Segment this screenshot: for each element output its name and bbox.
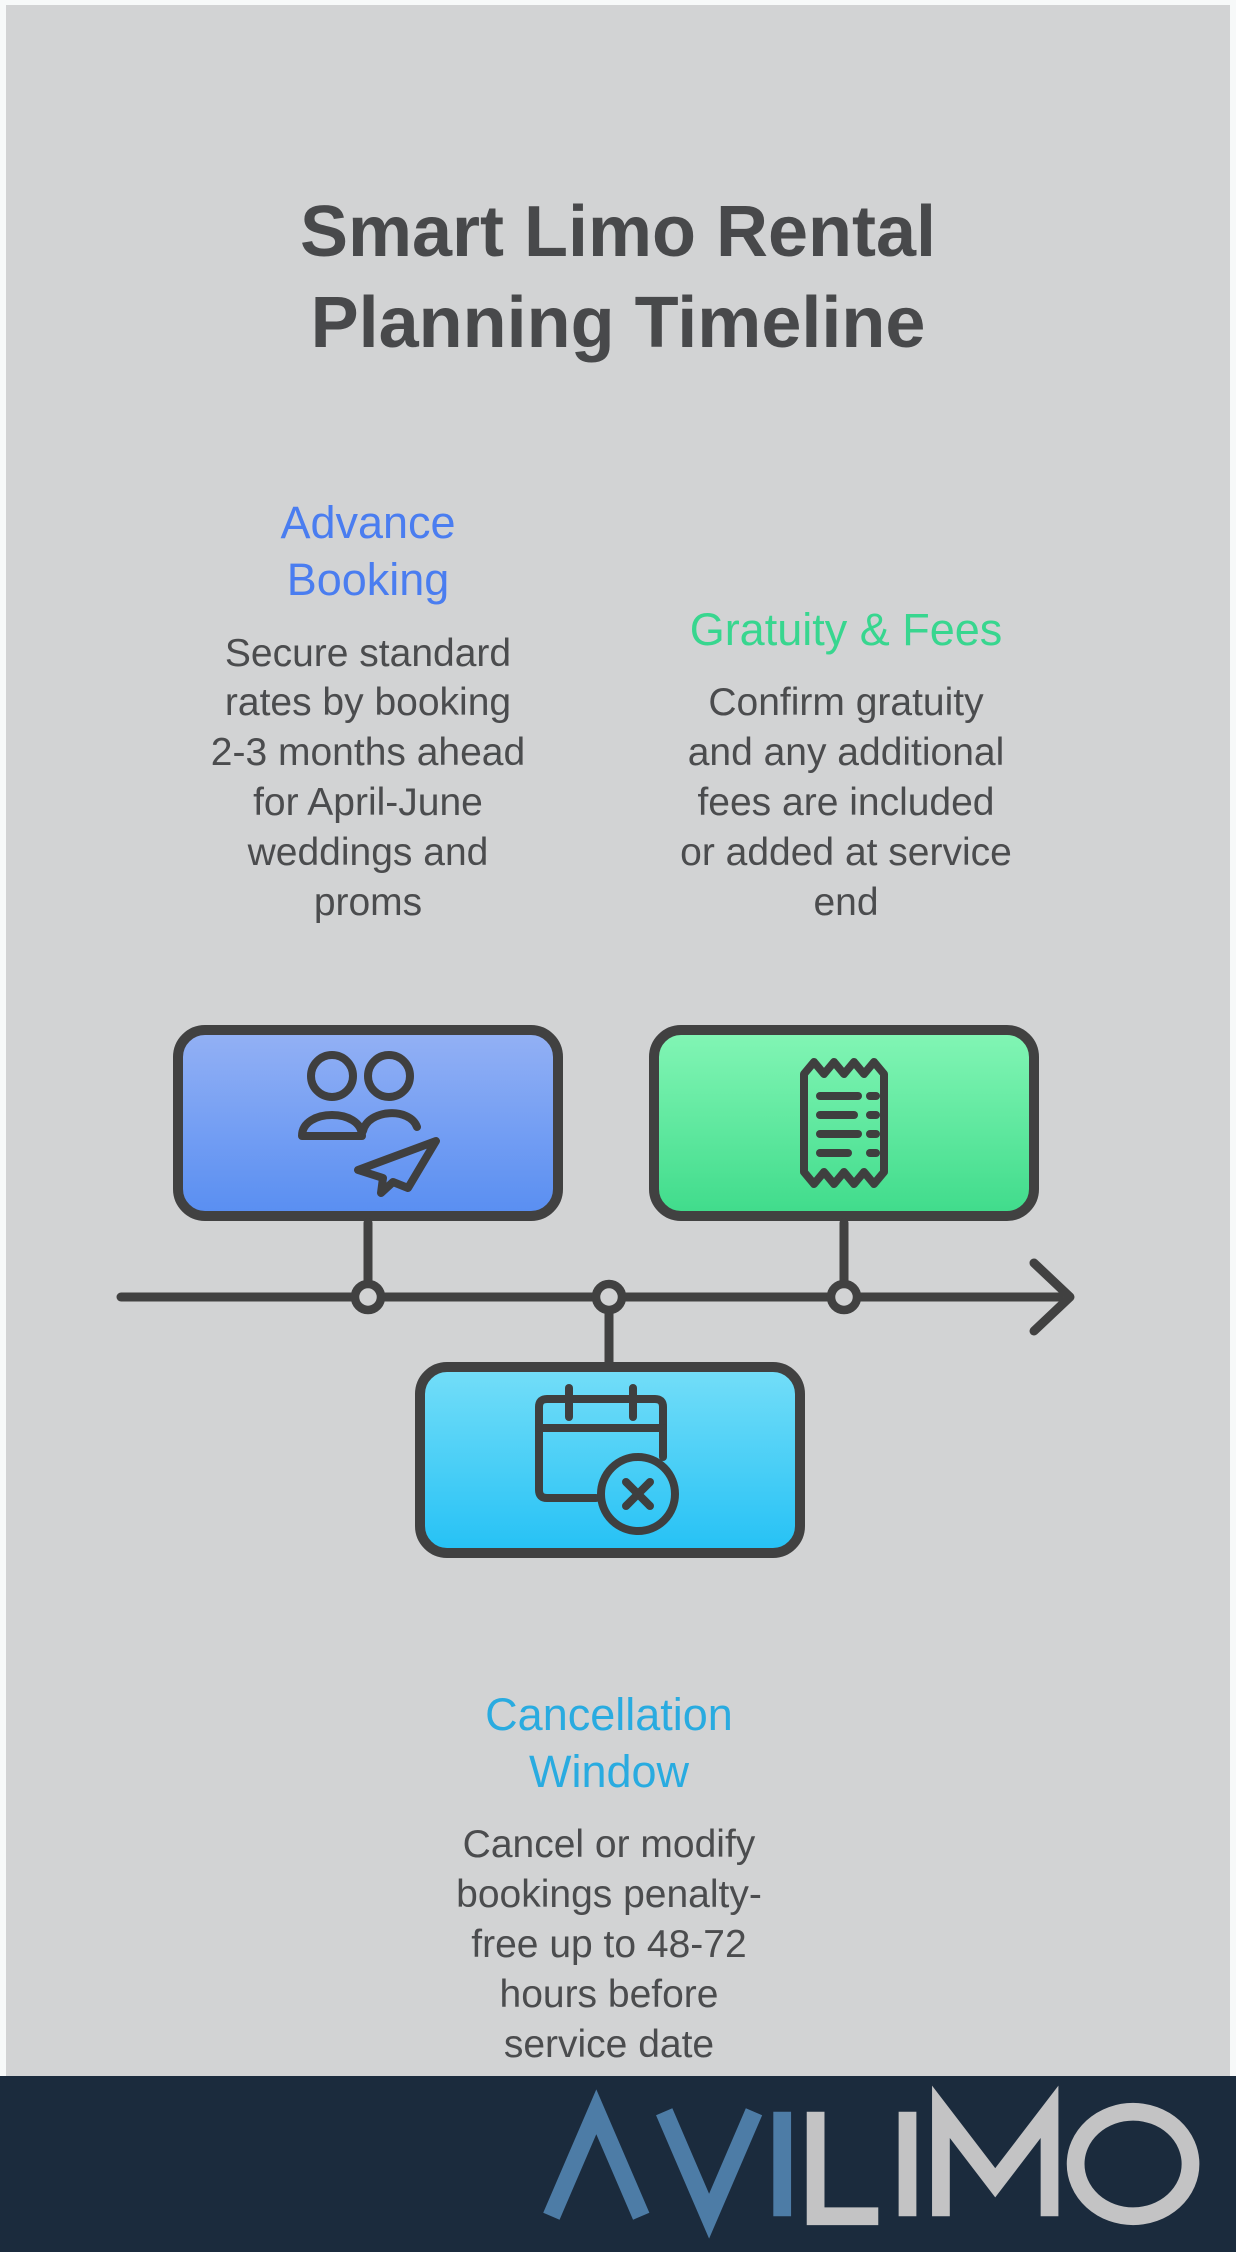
milestone-gratuity-fees: Gratuity & Fees Confirm gratuity and any…: [636, 445, 1056, 928]
milestone-box-cancellation-window: [415, 1362, 805, 1558]
calendar-cancel-icon: [535, 1384, 679, 1535]
page-title: Smart Limo Rental Planning Timeline: [299, 192, 937, 364]
timeline-node-1: [350, 1279, 386, 1315]
avilimo-logo: [543, 2085, 1200, 2239]
receipt-icon: [800, 1058, 888, 1188]
milestone-heading-advance-booking: Advance Booking: [280, 497, 456, 605]
content-area: Smart Limo Rental Planning Timeline Adva…: [6, 5, 1230, 2076]
milestone-box-advance-booking: [173, 1025, 563, 1221]
timeline: [116, 1218, 1075, 1372]
timeline-node-2: [591, 1279, 627, 1315]
milestone-heading-cancellation-window: Cancellation Window: [485, 1689, 733, 1797]
milestone-heading-gratuity-fees: Gratuity & Fees: [689, 603, 1003, 655]
milestone-advance-booking: Advance Booking Secure standard rates by…: [158, 445, 578, 928]
footer-bar: [0, 2076, 1236, 2252]
logo-avi-part: [543, 2089, 792, 2239]
milestone-box-gratuity-fees: [649, 1025, 1039, 1221]
logo-limo-part: [806, 2085, 1200, 2226]
milestone-description-gratuity-fees: Confirm gratuity and any additional fees…: [680, 681, 1012, 925]
milestone-description-advance-booking: Secure standard rates by booking 2-3 mon…: [210, 631, 526, 925]
milestone-description-cancellation-window: Cancel or modify bookings penalty- free …: [456, 1823, 762, 2067]
milestone-cancellation-window: Cancellation Window Cancel or modify boo…: [399, 1645, 819, 2070]
timeline-arrowhead-icon: [1029, 1258, 1075, 1336]
group-travel-icon: [298, 1050, 440, 1197]
timeline-node-3: [826, 1279, 862, 1315]
